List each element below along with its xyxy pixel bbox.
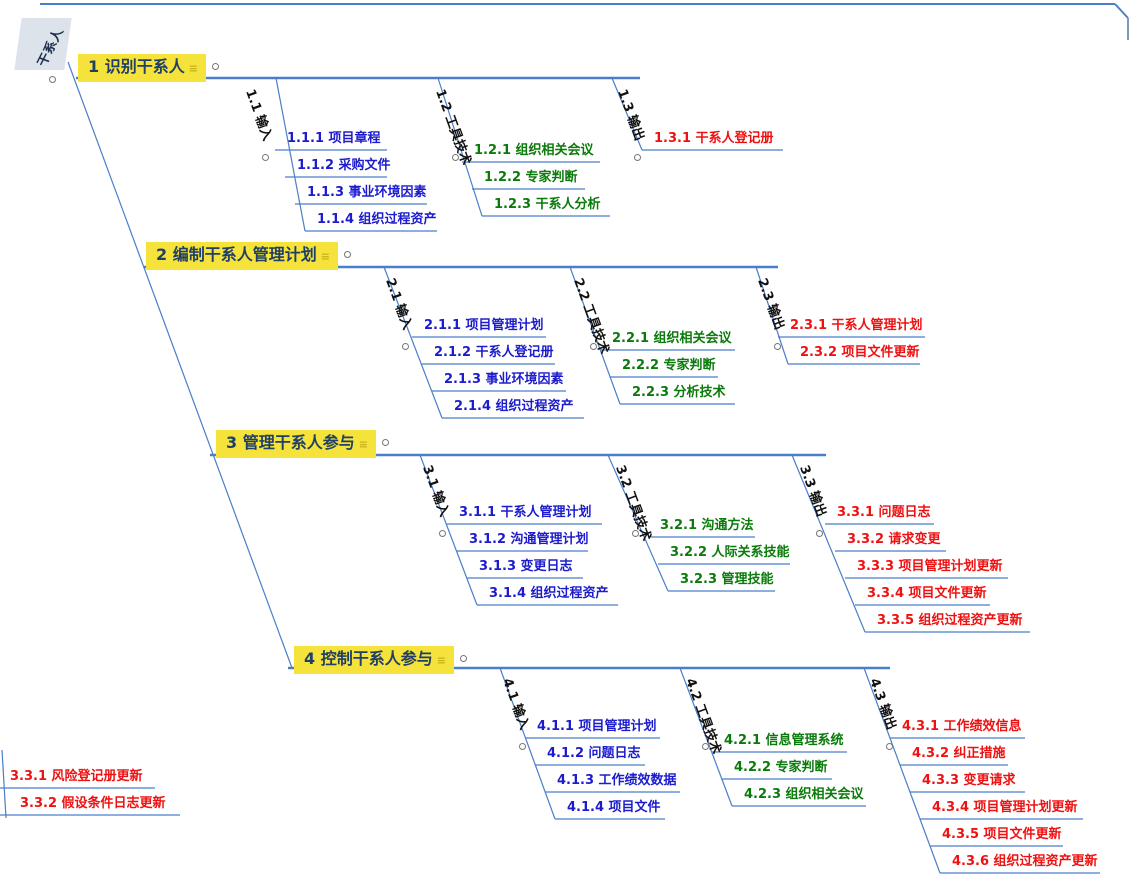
leaf-item[interactable]: 4.2.1 信息管理系统: [724, 733, 844, 748]
topic-collapse-icon[interactable]: [211, 63, 219, 70]
group-branch: [611, 77, 643, 151]
group-branch: [791, 454, 866, 633]
leaf-item[interactable]: 2.1.4 组织过程资产: [454, 399, 574, 414]
leaf-item[interactable]: 4.3.4 项目管理计划更新: [932, 800, 1078, 815]
group-collapse-icon[interactable]: [439, 530, 446, 537]
leaf-item[interactable]: 3.2.3 管理技能: [680, 572, 774, 587]
topic-collapse-icon[interactable]: [381, 439, 389, 446]
left-fragment-item[interactable]: 3.3.2 假设条件日志更新: [20, 796, 166, 811]
group-branch: [437, 77, 483, 217]
root-collapse-icon[interactable]: [49, 76, 56, 83]
leaf-item[interactable]: 2.2.3 分析技术: [632, 385, 726, 400]
leaf-item[interactable]: 4.3.2 纠正措施: [912, 746, 1006, 761]
process-topic[interactable]: 3 管理干系人参与≡: [216, 430, 376, 458]
group-collapse-icon[interactable]: [634, 154, 641, 161]
group-branch: [275, 77, 306, 232]
leaf-item[interactable]: 3.3.3 项目管理计划更新: [857, 559, 1003, 574]
leaf-item[interactable]: 1.1.4 组织过程资产: [317, 212, 437, 227]
group-branch: [755, 266, 789, 365]
leaf-item[interactable]: 2.1.3 事业环境因素: [444, 372, 564, 387]
process-topic[interactable]: 2 编制干系人管理计划≡: [146, 242, 338, 270]
leaf-item[interactable]: 3.2.2 人际关系技能: [670, 545, 790, 560]
leaf-item[interactable]: 2.1.2 干系人登记册: [434, 345, 554, 360]
leaf-item[interactable]: 4.3.3 变更请求: [922, 773, 1016, 788]
leaf-item[interactable]: 3.1.4 组织过程资产: [489, 586, 609, 601]
note-icon[interactable]: ≡: [436, 654, 446, 667]
leaf-item[interactable]: 2.3.1 干系人管理计划: [790, 318, 923, 333]
group-collapse-icon[interactable]: [452, 154, 459, 161]
leaf-item[interactable]: 1.3.1 干系人登记册: [654, 131, 774, 146]
leaf-item[interactable]: 2.2.2 专家判断: [622, 358, 716, 373]
leaf-item[interactable]: 4.1.3 工作绩效数据: [557, 773, 677, 788]
leaf-item[interactable]: 1.1.2 采购文件: [297, 158, 391, 173]
leaf-item[interactable]: 4.1.4 项目文件: [567, 800, 661, 815]
leaf-item[interactable]: 3.3.4 项目文件更新: [867, 586, 987, 601]
leaf-item[interactable]: 3.1.2 沟通管理计划: [469, 532, 589, 547]
group-collapse-icon[interactable]: [402, 343, 409, 350]
group-collapse-icon[interactable]: [774, 343, 781, 350]
topic-collapse-icon[interactable]: [459, 655, 467, 662]
note-icon[interactable]: ≡: [188, 62, 198, 75]
leaf-item[interactable]: 4.1.1 项目管理计划: [537, 719, 657, 734]
note-icon[interactable]: ≡: [320, 250, 330, 263]
leaf-item[interactable]: 3.3.5 组织过程资产更新: [877, 613, 1023, 628]
group-branch: [679, 667, 733, 807]
leaf-item[interactable]: 4.1.2 问题日志: [547, 746, 641, 761]
leaf-item[interactable]: 4.2.3 组织相关会议: [744, 787, 864, 802]
process-title: 4 控制干系人参与: [304, 649, 433, 668]
group-collapse-icon[interactable]: [632, 530, 639, 537]
process-title: 2 编制干系人管理计划: [156, 245, 317, 264]
leaf-item[interactable]: 1.2.3 干系人分析: [494, 197, 601, 212]
leaf-item[interactable]: 4.2.2 专家判断: [734, 760, 828, 775]
leaf-item[interactable]: 1.1.1 项目章程: [287, 131, 381, 146]
left-fragment-item[interactable]: 3.3.1 风险登记册更新: [10, 769, 143, 784]
group-collapse-icon[interactable]: [590, 343, 597, 350]
leaf-item[interactable]: 2.3.2 项目文件更新: [800, 345, 920, 360]
top-corner-line: [1114, 3, 1129, 19]
group-collapse-icon[interactable]: [262, 154, 269, 161]
group-branch: [607, 454, 669, 592]
left-fragment-branch: [1, 749, 7, 819]
leaf-item[interactable]: 3.1.3 变更日志: [479, 559, 573, 574]
group-branch: [419, 454, 478, 606]
leaf-item[interactable]: 1.2.2 专家判断: [484, 170, 578, 185]
group-collapse-icon[interactable]: [886, 743, 893, 750]
group-collapse-icon[interactable]: [519, 743, 526, 750]
note-icon[interactable]: ≡: [358, 438, 368, 451]
leaf-item[interactable]: 4.3.6 组织过程资产更新: [952, 854, 1098, 869]
process-title: 1 识别干系人: [88, 57, 185, 76]
process-topic[interactable]: 4 控制干系人参与≡: [294, 646, 454, 674]
topic-collapse-icon[interactable]: [343, 251, 351, 258]
leaf-item[interactable]: 1.1.3 事业环境因素: [307, 185, 427, 200]
leaf-item[interactable]: 4.3.1 工作绩效信息: [902, 719, 1022, 734]
process-title: 3 管理干系人参与: [226, 433, 355, 452]
group-branch: [569, 266, 621, 405]
main-spine: [67, 61, 293, 669]
group-collapse-icon[interactable]: [816, 530, 823, 537]
leaf-item[interactable]: 3.3.2 请求变更: [847, 532, 941, 547]
group-branch: [499, 667, 556, 820]
leaf-item[interactable]: 1.2.1 组织相关会议: [474, 143, 594, 158]
group-collapse-icon[interactable]: [702, 743, 709, 750]
leaf-item[interactable]: 2.1.1 项目管理计划: [424, 318, 544, 333]
group-branch: [383, 266, 443, 419]
process-topic[interactable]: 1 识别干系人≡: [78, 54, 206, 82]
leaf-item[interactable]: 3.1.1 干系人管理计划: [459, 505, 592, 520]
root-label: 干系人: [35, 26, 67, 69]
leaf-item[interactable]: 3.2.1 沟通方法: [660, 518, 754, 533]
leaf-item[interactable]: 3.3.1 问题日志: [837, 505, 931, 520]
root-node[interactable]: 干系人: [14, 18, 72, 70]
leaf-item[interactable]: 2.2.1 组织相关会议: [612, 331, 732, 346]
leaf-item[interactable]: 4.3.5 项目文件更新: [942, 827, 1062, 842]
group-branch: [863, 667, 941, 874]
